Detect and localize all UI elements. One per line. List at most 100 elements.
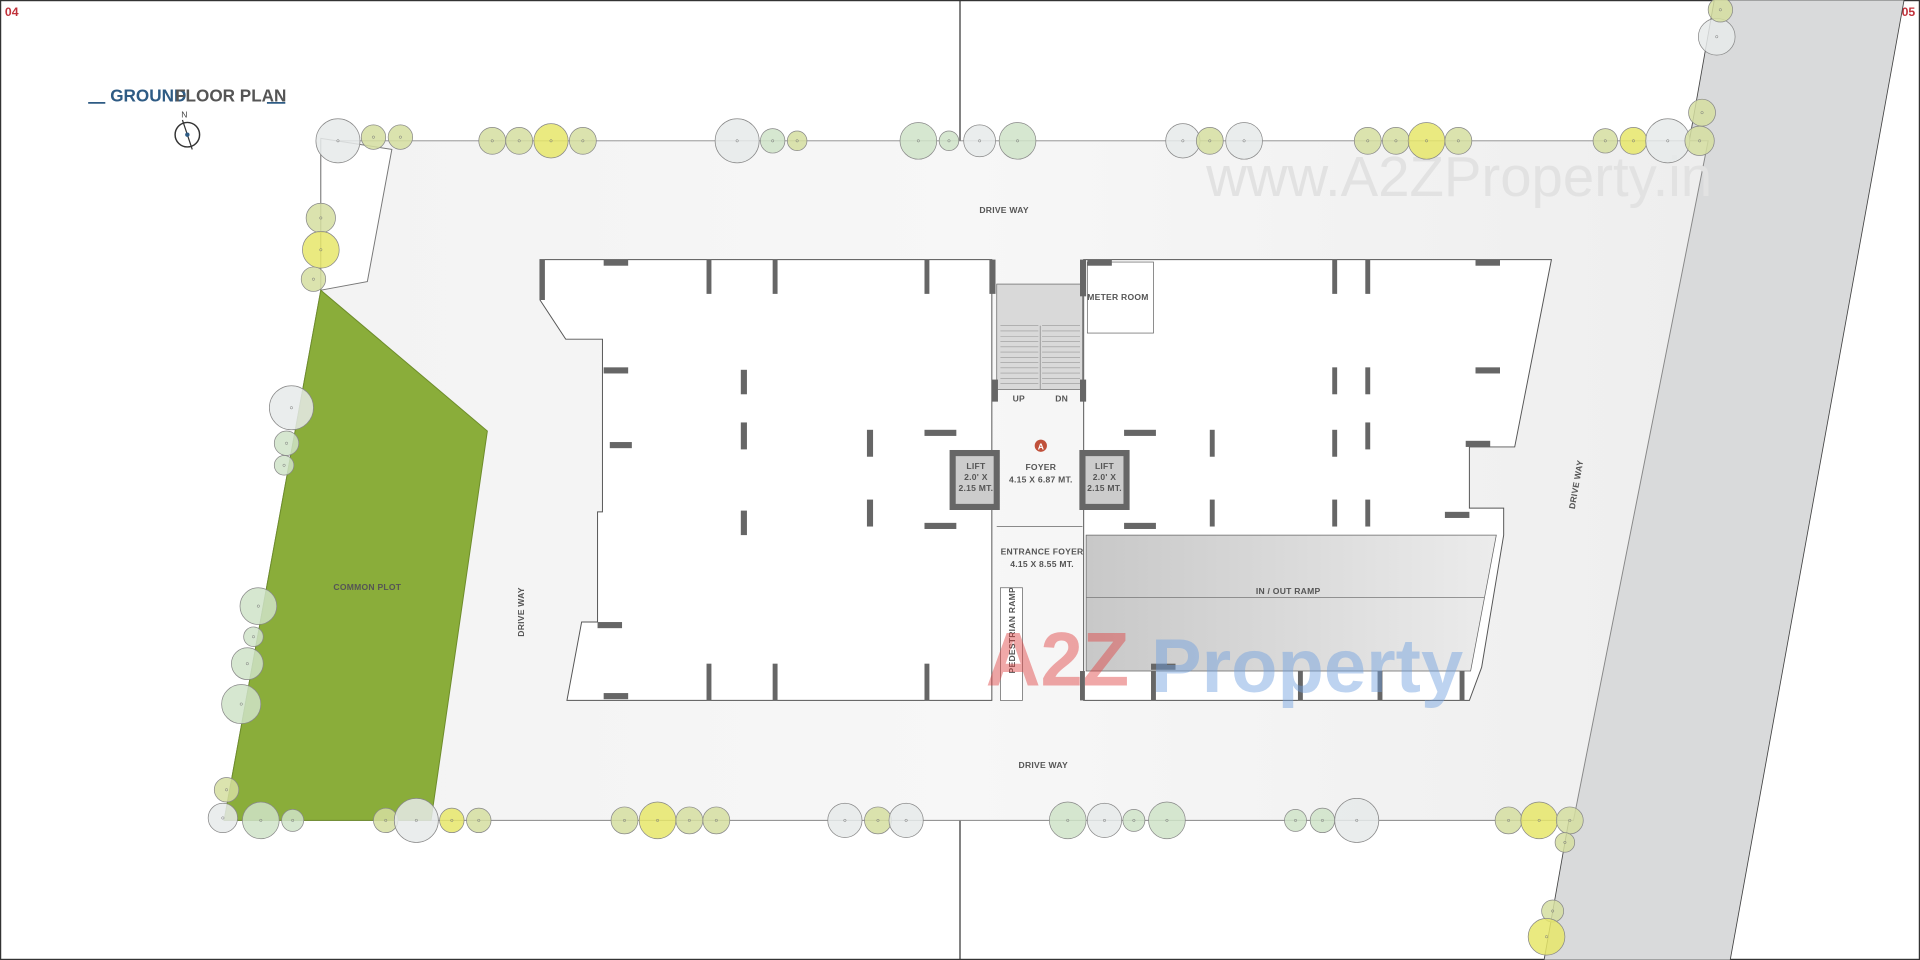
tree-center-icon <box>1181 139 1185 143</box>
tree-icon <box>300 266 327 292</box>
tree-icon <box>360 124 387 150</box>
tree-icon <box>1086 802 1123 838</box>
tree-icon <box>1520 801 1558 840</box>
tree-center-icon <box>291 818 295 822</box>
column <box>1209 429 1215 457</box>
tree-center-icon <box>256 604 260 608</box>
tree-center-icon <box>1563 840 1567 844</box>
tree-center-icon <box>282 463 286 467</box>
stair-down-label: DN <box>1055 394 1068 404</box>
tree-center-icon <box>477 818 481 822</box>
tree-icon <box>998 122 1037 160</box>
tree-icon <box>1645 118 1691 164</box>
tree-center-icon <box>319 248 323 252</box>
column <box>1332 259 1338 294</box>
meter-room-label: METER ROOM <box>1087 292 1148 302</box>
column <box>924 663 930 701</box>
tree-center-icon <box>245 662 249 666</box>
tree-icon <box>269 385 314 431</box>
column <box>1365 499 1371 527</box>
tree-center-icon <box>947 139 951 143</box>
tree-center-icon <box>1603 139 1607 143</box>
tree-center-icon <box>1066 818 1070 822</box>
tree-center-icon <box>1320 818 1324 822</box>
column <box>866 499 874 527</box>
title-ground: GROUND <box>110 86 186 106</box>
entrance-foyer-size: 4.15 X 8.55 MT. <box>1010 559 1074 569</box>
column <box>1365 367 1371 395</box>
column <box>924 429 957 436</box>
tree-icon <box>1527 918 1566 956</box>
tree-center-icon <box>398 135 402 139</box>
column <box>772 663 778 701</box>
column <box>1297 671 1303 701</box>
lift-right <box>1079 450 1130 510</box>
tree-icon <box>239 587 278 625</box>
tree-icon <box>213 777 240 803</box>
drive-way-bottom-label: DRIVE WAY <box>1019 760 1069 770</box>
tree-icon <box>1049 801 1087 840</box>
in-out-ramp <box>1085 534 1497 672</box>
tree-icon <box>1148 801 1186 840</box>
drive-way-top-label: DRIVE WAY <box>979 205 1029 215</box>
foyer-marker-label: A <box>1038 441 1044 451</box>
tree-icon <box>1309 807 1336 834</box>
column <box>1080 259 1087 297</box>
tree-center-icon <box>1718 8 1722 12</box>
tree-center-icon <box>1425 139 1428 143</box>
tree-icon <box>243 626 264 647</box>
tree-icon <box>864 806 892 835</box>
tree-icon <box>1494 806 1523 835</box>
tree-icon <box>221 684 262 725</box>
tree-icon <box>1225 122 1263 160</box>
staircase <box>1000 325 1080 390</box>
tree-center-icon <box>687 818 691 822</box>
tree-center-icon <box>252 635 255 639</box>
pedestrian-ramp-label: PEDESTRIAN RAMP <box>1007 587 1017 673</box>
lift-right-size1: 2.0' X <box>1093 472 1117 482</box>
lift-left-label: LIFT <box>966 461 986 471</box>
tree-center-icon <box>1700 111 1704 115</box>
tree-icon <box>899 122 938 160</box>
tree-center-icon <box>414 818 418 822</box>
column <box>1124 429 1156 436</box>
drive-way-left-label: DRIVE WAY <box>516 587 526 637</box>
north-arrow-icon <box>174 119 201 150</box>
stair-up-label: UP <box>1013 394 1025 404</box>
tree-icon <box>1195 126 1224 155</box>
tree-icon <box>302 231 340 269</box>
tree-icon <box>231 647 264 680</box>
tree-icon <box>1555 806 1584 835</box>
lift-left-size1: 2.0' X <box>964 472 988 482</box>
tree-center-icon <box>1294 818 1297 822</box>
tree-icon <box>702 806 731 835</box>
tree-icon <box>393 798 439 843</box>
common-plot-label: COMMON PLOT <box>333 582 401 592</box>
column <box>740 369 747 395</box>
ramp-label: IN / OUT RAMP <box>1256 586 1321 596</box>
column <box>772 259 778 294</box>
column <box>991 379 998 402</box>
tree-center-icon <box>1715 35 1719 39</box>
column <box>609 442 632 449</box>
tree-center-icon <box>1537 818 1541 822</box>
column <box>1377 671 1383 701</box>
tree-icon <box>305 202 336 234</box>
lift-right-label: LIFT <box>1095 461 1115 471</box>
tree-icon <box>466 807 492 834</box>
tree-icon <box>1165 123 1201 159</box>
svg-text:Property: Property <box>1151 624 1463 709</box>
pedestrian-ramp <box>1000 587 1023 701</box>
column <box>740 422 747 450</box>
tree-center-icon <box>876 818 880 822</box>
tree-center-icon <box>1165 818 1169 822</box>
tree-center-icon <box>978 139 982 143</box>
foyer-size: 4.15 X 6.87 MT. <box>1009 474 1073 484</box>
tree-center-icon <box>623 818 626 822</box>
tree-center-icon <box>1551 909 1555 913</box>
tree-icon <box>714 118 760 164</box>
trees <box>207 0 1736 956</box>
entrance-foyer-label: ENTRANCE FOYER <box>1001 547 1084 557</box>
lift-right-size2: 2.15 MT. <box>1087 483 1122 493</box>
tree-icon <box>1554 832 1576 853</box>
